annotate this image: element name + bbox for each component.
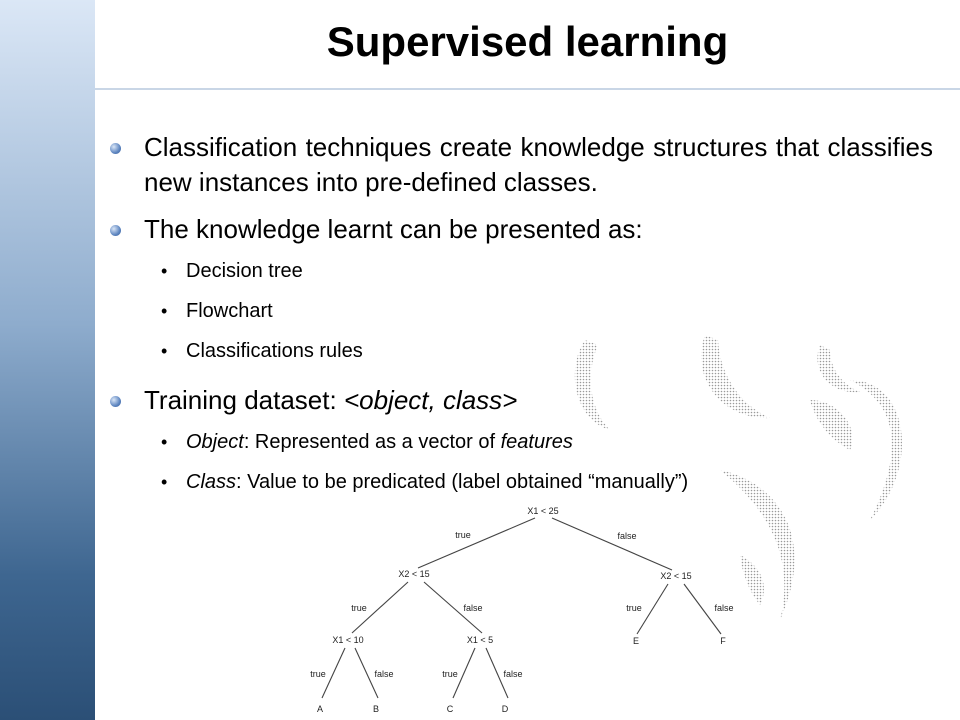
sub-bullet-dot-icon: •	[161, 301, 168, 321]
tree-edge	[485, 647, 509, 699]
tree-edge-label: false	[463, 603, 482, 613]
tree-edge	[452, 647, 476, 699]
tree-node-root: X1 < 25	[527, 506, 558, 516]
tree-edge-label: true	[455, 530, 471, 540]
term-object: Object	[186, 431, 244, 453]
tree-edge	[354, 647, 379, 699]
tree-leaf: D	[502, 704, 509, 714]
sub-bullet-dot-icon: •	[161, 341, 168, 361]
tree-edge	[417, 517, 536, 569]
bullet-dot-icon	[110, 143, 121, 154]
left-accent-bar	[0, 0, 95, 720]
tree-leaf: A	[317, 704, 323, 714]
sub-bullet-item: • Class: Value to be predicated (label o…	[108, 470, 933, 494]
bullet-item: Training dataset: <object, class>	[108, 383, 933, 418]
tree-edge	[423, 581, 483, 634]
sub-bullet-text: Flowchart	[186, 300, 273, 322]
sub-bullet-text: : Represented as a vector of	[243, 431, 501, 453]
tree-leaf: E	[633, 636, 639, 646]
tree-edge	[683, 583, 722, 635]
bullet-dot-icon	[110, 225, 121, 236]
sub-bullet-text: Classifications rules	[186, 340, 363, 362]
bullet-text-prefix: Training dataset:	[144, 385, 344, 415]
sub-bullet-text: Decision tree	[186, 260, 303, 282]
tree-edge-label: false	[503, 669, 522, 679]
bullet-text-italic: <object, class>	[343, 385, 518, 415]
tree-node-left-right: X1 < 5	[467, 635, 493, 645]
tree-edge-label: true	[442, 669, 458, 679]
tree-node-left: X2 < 15	[398, 569, 429, 579]
term-class: Class	[186, 471, 237, 493]
slide-title: Supervised learning	[326, 18, 729, 65]
tree-node-left-left: X1 < 10	[332, 635, 363, 645]
bullet-text: Classification techniques create knowled…	[144, 132, 933, 197]
decision-tree-diagram: X1 < 25 true false X2 < 15 X2 < 15 true …	[310, 506, 733, 714]
term-features: features	[500, 431, 573, 453]
tree-edge	[351, 581, 409, 634]
tree-edge	[636, 583, 669, 635]
bullet-text: The knowledge learnt can be presented as…	[144, 214, 643, 244]
tree-edge-label: true	[626, 603, 642, 613]
bullet-list: Classification techniques create knowled…	[108, 130, 933, 510]
tree-edge-label: true	[310, 669, 326, 679]
tree-leaf: F	[720, 636, 726, 646]
tree-edge-label: false	[374, 669, 393, 679]
sub-bullet-item: • Flowchart	[108, 299, 933, 323]
sub-bullet-text: : Value to be predicated (label obtained…	[236, 471, 689, 493]
bullet-item: The knowledge learnt can be presented as…	[108, 212, 933, 247]
sub-bullet-dot-icon: •	[161, 432, 168, 452]
bullet-item: Classification techniques create knowled…	[108, 130, 933, 200]
sub-bullet-item: • Object: Represented as a vector of fea…	[108, 430, 933, 454]
sub-bullet-item: • Classifications rules	[108, 339, 933, 363]
tree-leaf: B	[373, 704, 379, 714]
tree-edge	[551, 517, 673, 571]
tree-edge	[321, 647, 346, 699]
bullet-dot-icon	[110, 396, 121, 407]
sub-bullet-dot-icon: •	[161, 261, 168, 281]
title-divider	[95, 88, 960, 90]
tree-edge-label: true	[351, 603, 367, 613]
sub-bullet-dot-icon: •	[161, 472, 168, 492]
tree-node-right: X2 < 15	[660, 571, 691, 581]
tree-leaf: C	[447, 704, 454, 714]
sub-bullet-item: • Decision tree	[108, 259, 933, 283]
tree-edge-label: false	[617, 531, 636, 541]
tree-edge-label: false	[714, 603, 733, 613]
